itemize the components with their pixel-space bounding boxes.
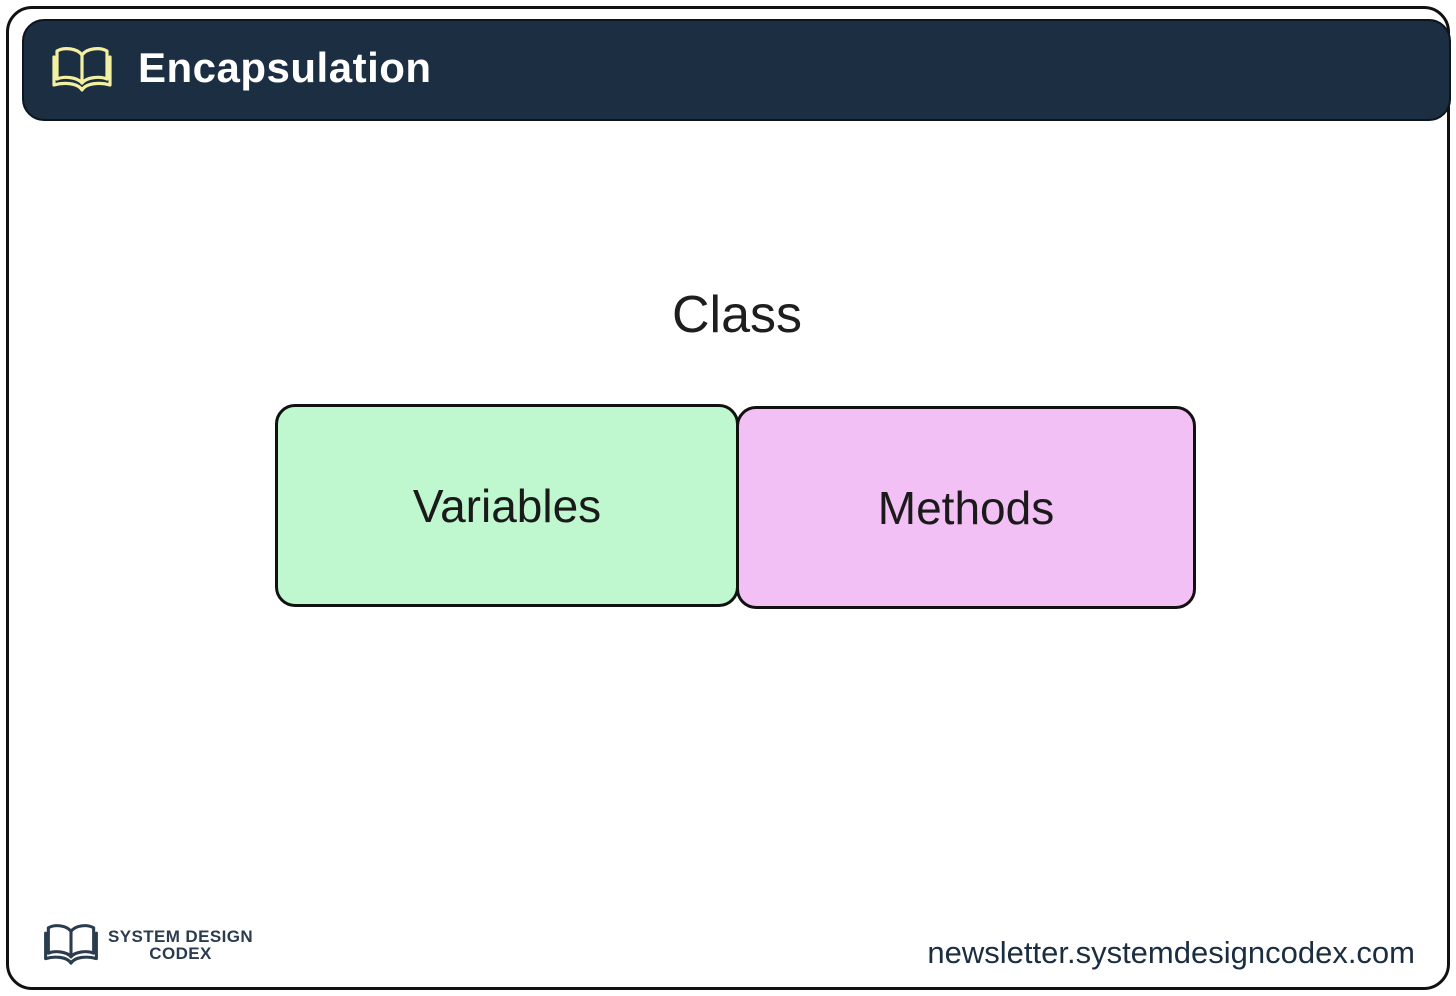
variables-box-label: Variables: [412, 479, 602, 532]
methods-box: Methods: [736, 406, 1196, 609]
methods-box-label: Methods: [877, 481, 1055, 534]
logo-text: SYSTEM DESIGN CODEX: [108, 928, 253, 962]
page-title: Encapsulation: [138, 44, 432, 91]
class-label: Class: [671, 286, 803, 344]
newsletter-url: newsletter.systemdesigncodex.com: [927, 935, 1415, 970]
logo-text-line2: CODEX: [149, 944, 212, 963]
system-design-codex-logo: SYSTEM DESIGN CODEX: [42, 921, 253, 969]
header-bar: Encapsulation: [22, 19, 1451, 121]
page-frame: Encapsulation Class Variables Methods SY…: [6, 6, 1451, 990]
open-book-icon: [44, 924, 98, 965]
variables-box: Variables: [275, 404, 739, 607]
open-book-icon: [52, 47, 112, 92]
logo-text-line1: SYSTEM DESIGN: [108, 927, 254, 946]
